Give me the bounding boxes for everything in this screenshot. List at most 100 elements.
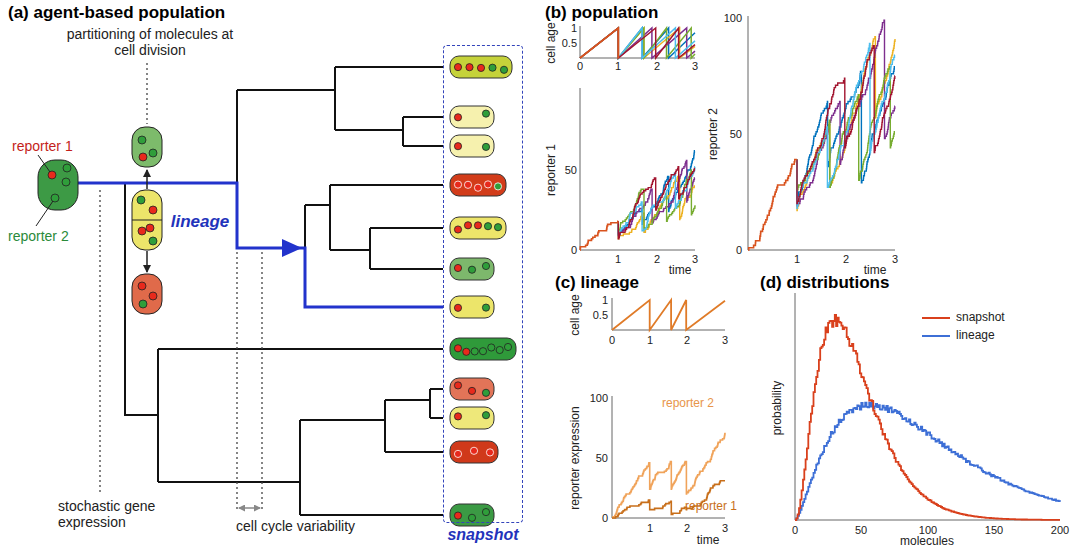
molecule — [482, 262, 489, 269]
cell — [450, 217, 506, 239]
plot-axis — [580, 88, 695, 250]
tick-label: 100 — [590, 392, 608, 405]
molecule — [454, 450, 461, 457]
tick-label: 200 — [1051, 524, 1069, 537]
cell — [132, 274, 162, 314]
axis-label: time — [669, 264, 692, 278]
axis-label: time — [697, 534, 720, 548]
axis-label: probability — [771, 381, 785, 436]
distribution-curve — [795, 402, 1060, 520]
cycle-arrow — [239, 507, 260, 509]
cell — [450, 174, 506, 196]
annotation: cell cycle variability — [236, 518, 355, 534]
cell — [450, 56, 512, 78]
molecule — [63, 164, 71, 172]
tick-label: 0.5 — [562, 37, 577, 50]
tick-label: 1 — [615, 60, 621, 73]
molecule — [482, 304, 489, 311]
molecule — [137, 196, 145, 204]
molecule — [149, 149, 157, 157]
leader-line — [36, 201, 53, 226]
axis-label: cell age — [569, 294, 583, 335]
leader-line — [38, 155, 50, 172]
cell — [450, 441, 498, 463]
annotation: reporter 2 — [8, 228, 69, 244]
molecule — [468, 387, 475, 394]
plot-axis — [612, 298, 725, 330]
panel-title: (b) population — [545, 3, 658, 23]
distribution-curve — [795, 315, 1060, 520]
molecule — [463, 348, 470, 355]
molecule — [482, 508, 489, 515]
lineage-arrowhead — [282, 239, 302, 257]
tick-label: 0 — [736, 244, 742, 257]
molecule — [494, 224, 501, 231]
legend-sample — [922, 317, 950, 319]
tick-label: 1 — [602, 294, 608, 307]
molecule — [454, 143, 461, 150]
molecule — [500, 66, 507, 73]
tick-label: 2 — [684, 334, 690, 347]
cell — [132, 127, 162, 167]
reporter-trace — [618, 167, 695, 236]
molecule — [466, 64, 473, 71]
molecule — [149, 206, 157, 214]
snapshot-border — [443, 45, 523, 523]
molecule — [488, 344, 495, 351]
tick-label: 0 — [792, 524, 798, 537]
molecule — [454, 512, 461, 519]
reporter-trace — [797, 44, 895, 209]
molecule — [138, 282, 146, 290]
molecule — [149, 237, 157, 245]
molecule — [149, 292, 157, 300]
molecule — [139, 153, 147, 161]
molecule — [468, 266, 475, 273]
molecule — [454, 226, 461, 233]
cell — [450, 378, 494, 400]
tick-label: 2 — [654, 60, 660, 73]
tick-label: 50 — [730, 128, 742, 141]
leader-line — [261, 252, 262, 512]
annotation: reporter 1 — [12, 138, 73, 154]
cell — [450, 338, 516, 360]
tick-label: 0 — [609, 334, 615, 347]
tick-label: 2 — [684, 522, 690, 535]
cell — [450, 258, 494, 280]
leader-line — [236, 252, 237, 512]
curve-label: reporter 2 — [662, 397, 714, 411]
molecule — [477, 64, 484, 71]
molecule — [138, 136, 146, 144]
molecule — [504, 343, 511, 350]
axis-label: reporter 2 — [707, 108, 721, 160]
molecule — [494, 183, 501, 190]
molecule — [138, 227, 146, 235]
molecule — [468, 514, 475, 521]
axis-label: cell age — [545, 22, 559, 63]
panel-title: (a) agent-based population — [8, 3, 225, 23]
molecule — [479, 348, 486, 355]
tick-label: 3 — [722, 522, 728, 535]
reporter-trace — [580, 221, 618, 250]
molecule — [471, 348, 478, 355]
molecule — [454, 114, 461, 121]
cell-age-trace — [580, 28, 695, 58]
molecule — [454, 181, 461, 188]
molecule — [482, 143, 489, 150]
tick-label: 3 — [692, 253, 698, 266]
cell-age-trace — [580, 28, 695, 58]
tick-label: 0 — [577, 60, 583, 73]
cell-age-trace — [580, 28, 695, 58]
molecule — [486, 449, 493, 456]
molecule — [489, 64, 496, 71]
molecule — [474, 184, 481, 191]
legend-label: snapshot — [956, 311, 1005, 325]
tick-label: 100 — [724, 12, 742, 25]
cell — [450, 135, 494, 157]
tick-label: 0 — [602, 512, 608, 525]
molecule — [482, 110, 489, 117]
tree-branches — [125, 67, 443, 515]
tick-label: 150 — [985, 524, 1003, 537]
molecule — [474, 222, 481, 229]
reporter-trace — [797, 46, 895, 204]
